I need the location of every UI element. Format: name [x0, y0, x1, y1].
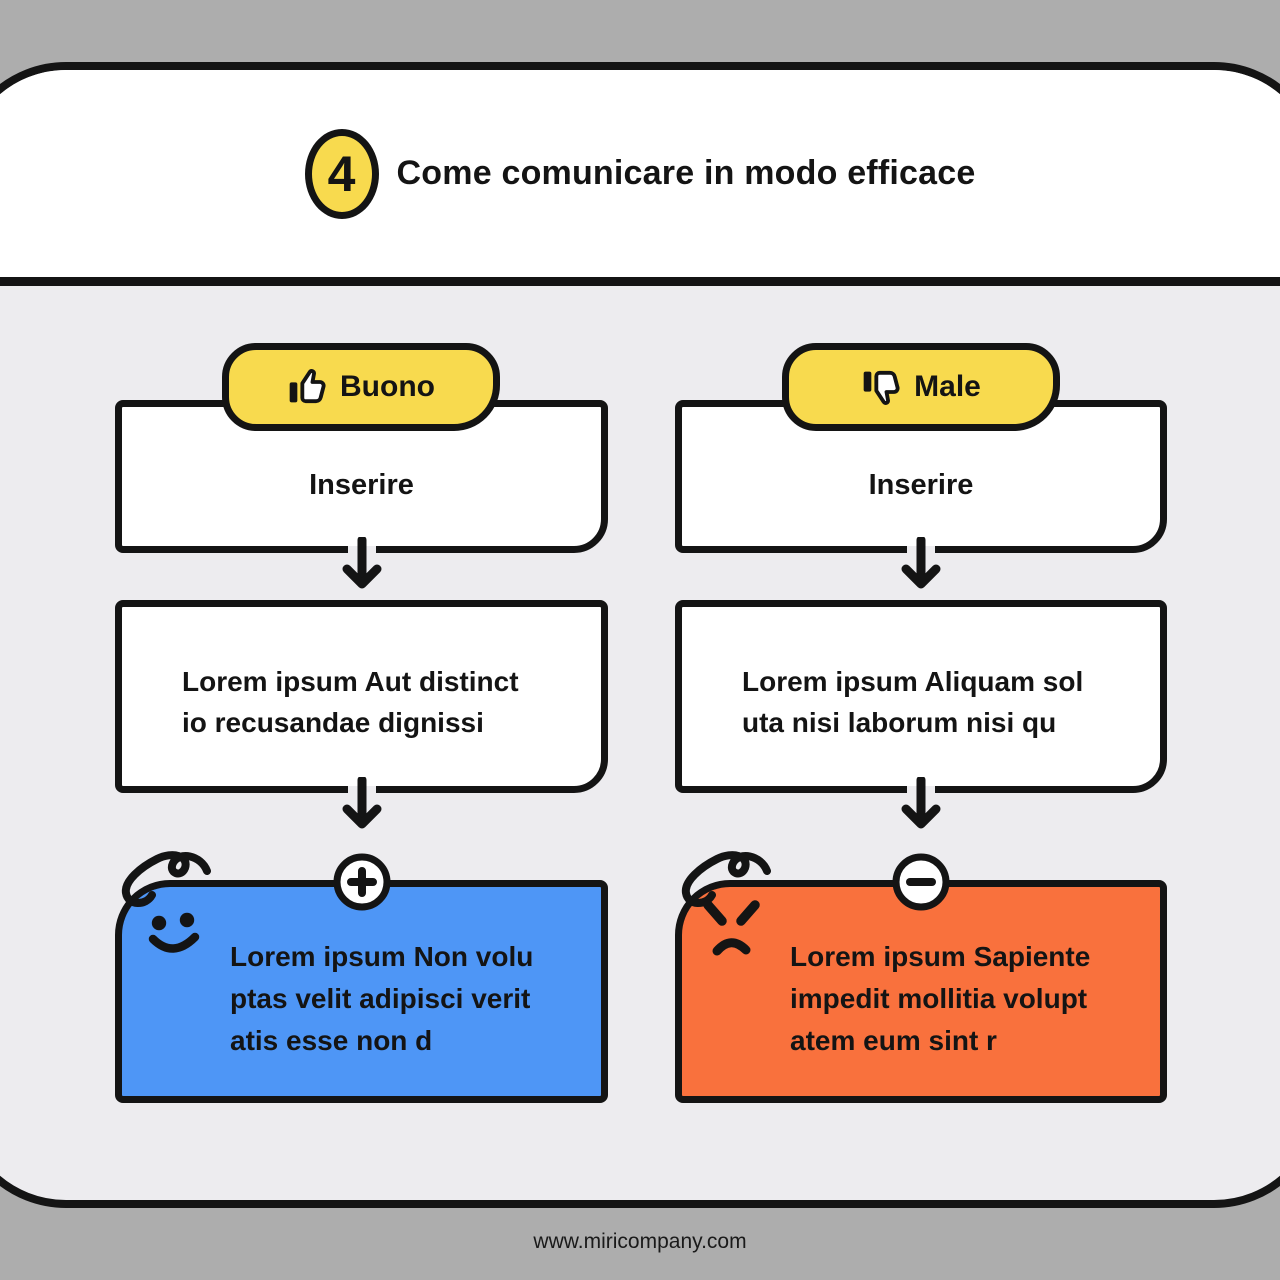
- arrow-down-icon: [342, 777, 382, 829]
- badge-bad: Male: [782, 343, 1060, 431]
- badge-good: Buono: [222, 343, 500, 431]
- text-line: io recusandae dignissi: [182, 706, 484, 738]
- arrow-down-icon: [342, 537, 382, 589]
- input-box-good-label: Inserire: [309, 469, 414, 501]
- text-line: uta nisi laborum nisi qu: [742, 706, 1057, 738]
- step-number: 4: [327, 145, 356, 202]
- arrow-down-icon: [901, 537, 941, 589]
- result-box-good: Lorem ipsum Non volu ptas velit adipisci…: [115, 880, 608, 1103]
- happy-face-doodle: [121, 851, 211, 953]
- text-line: atis esse non d: [230, 1024, 433, 1056]
- input-box-bad-label: Inserire: [868, 469, 974, 501]
- badge-good-label: Buono: [340, 370, 435, 403]
- text-line: Lorem ipsum Sapiente: [790, 940, 1091, 972]
- footer-url: www.miricompany.com: [533, 1230, 747, 1253]
- plus-icon: [333, 853, 391, 911]
- step-number-badge: 4: [304, 128, 379, 219]
- thumbs-up-icon: [289, 369, 326, 404]
- text-line: Lorem ipsum Aut distinct: [182, 665, 519, 697]
- thumbs-down-icon: [863, 370, 900, 405]
- text-line: ptas velit adipisci verit: [230, 982, 531, 1014]
- angry-face-doodle: [681, 851, 771, 956]
- page-title: Come comunicare in modo efficace: [396, 154, 976, 192]
- description-box-bad: Lorem ipsum Aliquam sol uta nisi laborum…: [675, 600, 1167, 793]
- text-line: Lorem ipsum Aliquam sol: [742, 665, 1084, 697]
- result-box-bad: Lorem ipsum Sapiente impedit mollitia vo…: [675, 880, 1167, 1103]
- text-line: atem eum sint r: [790, 1024, 997, 1056]
- text-line: Lorem ipsum Non volu: [230, 940, 534, 972]
- minus-icon: [892, 853, 950, 911]
- text-line: impedit mollitia volupt: [790, 982, 1088, 1014]
- description-box-good: Lorem ipsum Aut distinct io recusandae d…: [115, 600, 608, 793]
- badge-bad-label: Male: [914, 370, 981, 403]
- header: 4 Come comunicare in modo efficace: [0, 70, 1280, 286]
- arrow-down-icon: [901, 777, 941, 829]
